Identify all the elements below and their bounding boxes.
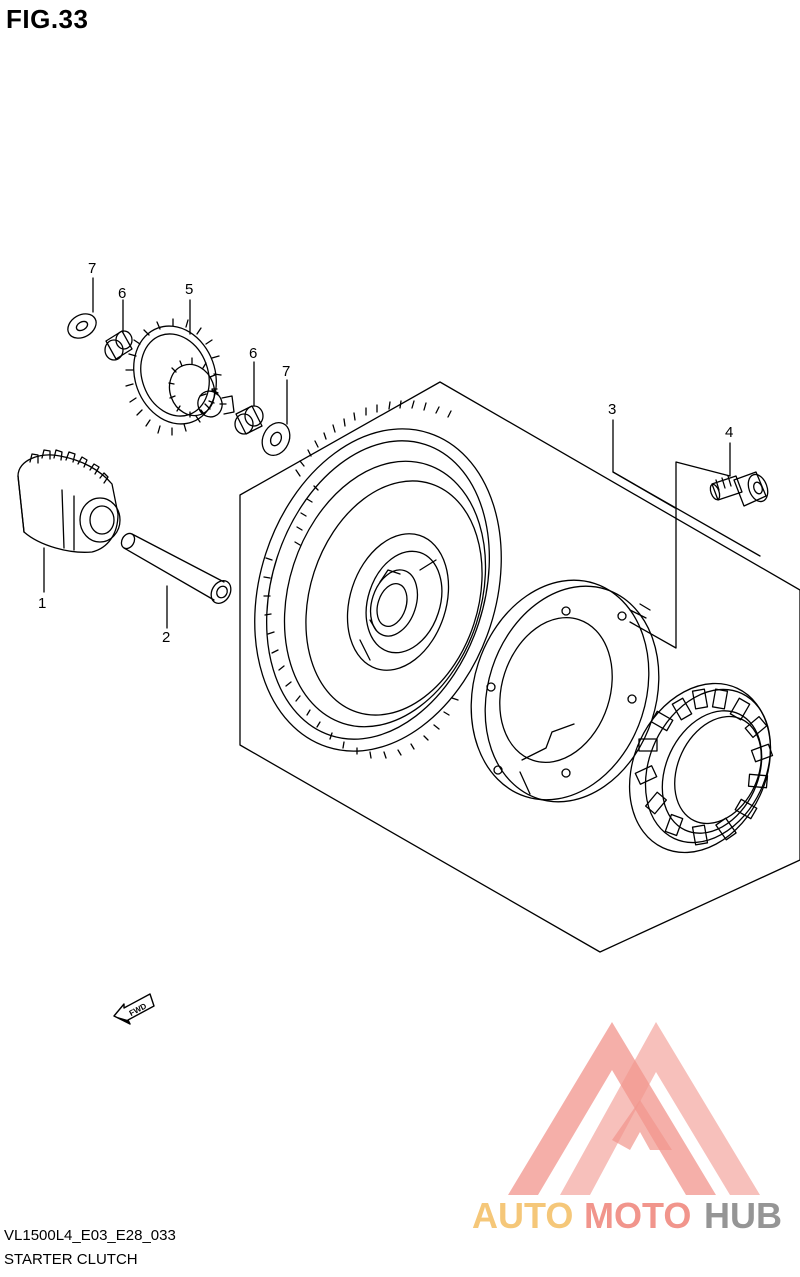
figure-name: STARTER CLUTCH	[4, 1251, 138, 1268]
callout-6-left: 6	[118, 285, 126, 302]
callout-4: 4	[725, 424, 733, 441]
figure-title: FIG.33	[6, 4, 89, 34]
part-2-shaft[interactable]	[119, 531, 235, 607]
part-3-large-gear[interactable]	[215, 397, 541, 784]
part-4-bolt[interactable]	[709, 471, 772, 507]
figure-code: VL1500L4_E03_E28_033	[4, 1227, 176, 1244]
fwd-direction-arrow: FWD	[113, 993, 155, 1025]
callout-7-right: 7	[282, 363, 290, 380]
automotohub-logo: AUTO MOTO HUB	[472, 1022, 782, 1236]
brand-part-moto: MOTO	[584, 1195, 691, 1236]
callout-7-left: 7	[88, 260, 96, 277]
callout-5: 5	[185, 281, 193, 298]
part-7-washer-right[interactable]	[257, 418, 295, 460]
part-3-one-way-clutch[interactable]	[603, 660, 797, 875]
brand-part-auto: AUTO	[472, 1195, 573, 1236]
sprag-rollers	[634, 688, 774, 846]
callout-1: 1	[38, 595, 46, 612]
leader-lines	[43, 277, 761, 649]
callout-6-right: 6	[249, 345, 257, 362]
callout-numbers: 7 6 5 6 7 1 2 3 4	[38, 260, 733, 646]
part-3-clutch-housing[interactable]	[444, 557, 686, 825]
part-6-bush-left[interactable]	[104, 330, 133, 361]
callout-3: 3	[608, 401, 616, 418]
gear-teeth-5	[125, 318, 222, 436]
callout-2: 2	[162, 629, 170, 646]
part-7-washer-left[interactable]	[64, 309, 101, 343]
part-6-bush-right[interactable]	[234, 405, 264, 435]
assembly-box-outline	[239, 381, 800, 953]
part-1-starter-driven-gear[interactable]	[17, 449, 121, 553]
part-5-idle-gear[interactable]	[120, 314, 235, 436]
gear-teeth-3	[263, 400, 459, 759]
brand-part-hub: HUB	[704, 1195, 782, 1236]
